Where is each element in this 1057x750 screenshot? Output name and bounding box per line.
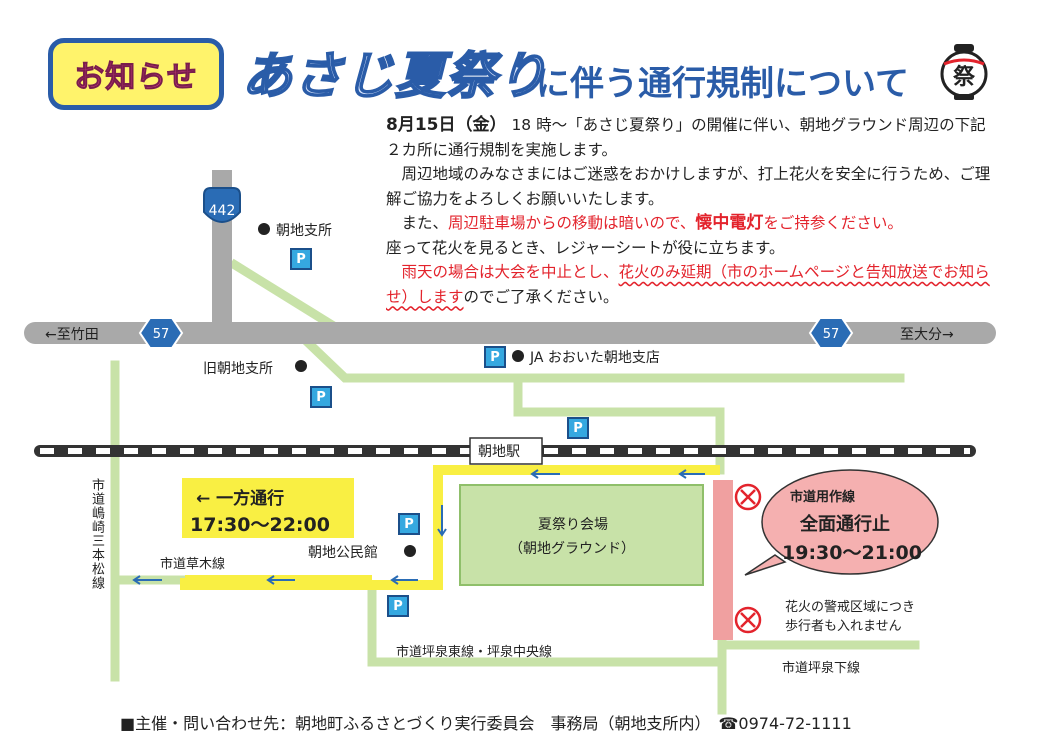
road-kusaki-label: 市道草木線 xyxy=(160,557,226,572)
oneway-title: ← 一方通行 xyxy=(196,489,285,509)
route-442-label: 442 xyxy=(209,203,236,219)
dot-asaji-branch xyxy=(258,223,270,235)
bubble-tail xyxy=(744,554,787,576)
old-branch-label: 旧朝地支所 xyxy=(203,361,273,377)
parking-icon: P xyxy=(310,386,332,408)
dot-ja xyxy=(512,350,524,362)
info-line-2: 周辺地域のみなさまにはご迷惑をおかけしますが、打上花火を安全に行うため、ご理解ご… xyxy=(386,165,991,208)
parking-icon: P xyxy=(398,513,420,535)
road-ne-diagonal xyxy=(228,258,347,337)
community-hall-label: 朝地公民館 xyxy=(308,545,378,561)
no-entry-icon-bottom xyxy=(734,606,762,634)
info-paragraph-2: 周辺地域のみなさまにはご迷惑をおかけしますが、打上花火を安全に行うため、ご理解ご… xyxy=(386,162,998,211)
warning-line-2: 歩行者も入れません xyxy=(785,619,902,634)
arrow-3 xyxy=(437,505,447,537)
info-text: 8月15日（金） 18 時～「あさじ夏祭り」の開催に伴い、朝地グラウンド周辺の下… xyxy=(386,113,998,309)
road-tsubo-east xyxy=(367,580,727,667)
info-line-4b: 花火のみ延期（市のホームページと告知放送でお知らせ）します xyxy=(386,263,990,306)
notice-badge: お知らせ xyxy=(48,38,224,110)
dot-old-branch xyxy=(295,360,307,372)
station-label: 朝地駅 xyxy=(478,444,520,460)
info-line-4c: のでご了承ください。 xyxy=(463,287,619,306)
oneway-box xyxy=(182,478,354,538)
parking-icon: P xyxy=(387,595,409,617)
arrow-5 xyxy=(266,575,295,585)
road-tsubo-shita-label: 市道坪泉下線 xyxy=(782,661,861,676)
parking-icon: P xyxy=(290,248,312,270)
flashlight-text: 懐中電灯 xyxy=(695,213,764,233)
closed-road xyxy=(713,480,733,640)
event-date: 8月15日（金） xyxy=(386,115,507,135)
arrow-1 xyxy=(530,469,560,479)
road-ja xyxy=(293,328,905,383)
no-entry-icon-top xyxy=(734,483,762,511)
closed-road-time: 19:30～21:00 xyxy=(782,542,922,564)
closed-road-name: 市道用作線 xyxy=(790,490,856,505)
arrow-6 xyxy=(132,575,162,585)
venue-area xyxy=(459,484,704,586)
arrow-2 xyxy=(678,469,705,479)
parking-icon: P xyxy=(484,346,506,368)
warning-line-1: 花火の警戒区域につき xyxy=(785,600,916,615)
arrow-4 xyxy=(390,575,418,585)
to-taketa-label: ←至竹田 xyxy=(45,327,99,343)
to-oita-label: 至大分→ xyxy=(900,327,954,343)
green-roads xyxy=(110,258,920,715)
closed-bubble xyxy=(761,469,939,575)
info-line-3d: をご持参ください。 xyxy=(763,214,903,232)
info-line-3e: 座って花火を見るとき、レジャーシートが役に立ちます。 xyxy=(386,238,785,257)
route-57-shield-west: 57 xyxy=(138,317,184,349)
oneway-arrows xyxy=(132,469,705,585)
info-paragraph-3: また、周辺駐車場からの移動は暗いので、懐中電灯をご持参ください。座って花火を見る… xyxy=(386,211,998,260)
venue-sub-label: （朝地グラウンド） xyxy=(509,541,635,557)
road-east-link xyxy=(513,373,725,475)
venue-label: 夏祭り会場 xyxy=(538,517,608,533)
lantern-icon: 祭 xyxy=(940,44,988,100)
info-line-1: 18 時～「あさじ夏祭り」の開催に伴い、朝地グラウンド周辺の下記２カ所に通行規制… xyxy=(386,116,986,159)
parking-icon: P xyxy=(567,417,589,439)
ja-label: JA おおいた朝地支店 xyxy=(530,350,660,366)
road-tsubo-east-label: 市道坪泉東線・坪泉中央線 xyxy=(396,645,553,660)
info-line-4a: 雨天の場合は大会を中止とし、 xyxy=(401,263,619,281)
footer-contact: ■主催・問い合わせ先：朝地町ふるさとづくり実行委員会 事務局（朝地支所内） ☎0… xyxy=(120,714,852,733)
route-57-shield-east: 57 xyxy=(808,317,854,349)
info-paragraph-1: 8月15日（金） 18 時～「あさじ夏祭り」の開催に伴い、朝地グラウンド周辺の下… xyxy=(386,113,998,162)
svg-text:57: 57 xyxy=(153,327,170,342)
road-shimazaki-label: 市道嶋崎三本松線 xyxy=(89,478,104,590)
info-paragraph-4: 雨天の場合は大会を中止とし、花火のみ延期（市のホームページと告知放送でお知らせ）… xyxy=(386,260,998,309)
page-subtitle: に伴う通行規制について xyxy=(536,64,909,104)
info-line-3a: また、 xyxy=(401,214,449,232)
lantern-char: 祭 xyxy=(952,64,976,90)
station-box xyxy=(469,437,543,465)
page-title: あさじ夏祭り xyxy=(241,46,548,106)
notice-badge-label: お知らせ xyxy=(74,60,198,96)
info-line-3b: 周辺駐車場からの移動は暗いので、 xyxy=(448,214,696,232)
svg-text:57: 57 xyxy=(823,327,840,342)
oneway-time: 17:30～22:00 xyxy=(190,514,330,536)
closed-road-status: 全面通行止 xyxy=(800,514,890,535)
route-442-shield: 442 xyxy=(203,187,241,223)
dot-community-hall xyxy=(404,545,416,557)
asaji-branch-label: 朝地支所 xyxy=(276,223,332,239)
